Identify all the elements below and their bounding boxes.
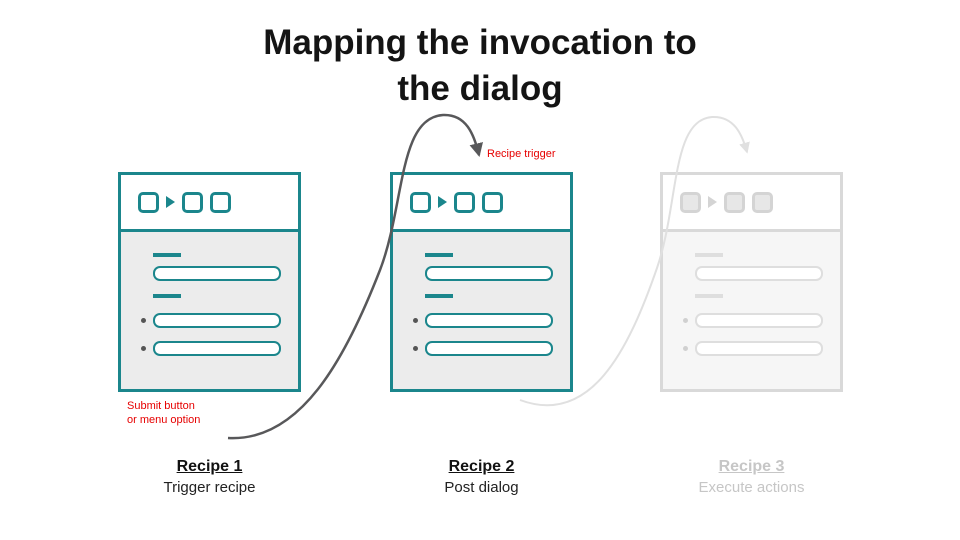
recipe-3-subtitle: Execute actions	[698, 479, 805, 496]
recipe-card-3	[660, 172, 843, 392]
input-box	[425, 341, 553, 356]
page-title: Mapping the invocation to the dialog	[0, 20, 960, 112]
annotation-recipe-trigger: Recipe trigger	[487, 148, 556, 160]
recipe-3-caption: Recipe 3 Execute actions	[660, 458, 843, 496]
recipe-card-2	[390, 172, 573, 392]
input-box	[695, 341, 823, 356]
step-square-icon	[482, 191, 503, 213]
bullet-icon	[683, 318, 688, 323]
recipe-2-subtitle: Post dialog	[444, 479, 519, 496]
recipe-2-caption: Recipe 2 Post dialog	[390, 458, 573, 496]
bullet-icon	[413, 346, 418, 351]
recipe-steps-bar	[663, 175, 840, 232]
field-label-line	[695, 253, 723, 257]
page-title-line1: Mapping the invocation to	[263, 23, 697, 62]
recipe-2-name: Recipe 2	[448, 458, 515, 475]
input-box	[695, 266, 823, 281]
field-label-line	[425, 253, 453, 257]
input-box	[695, 313, 823, 328]
recipe-1-subtitle: Trigger recipe	[163, 479, 256, 496]
annotation-submit-button: Submit button or menu option	[127, 400, 201, 427]
recipe-steps-bar	[393, 175, 570, 232]
recipe-3-name: Recipe 3	[718, 458, 785, 475]
step-square-icon	[752, 191, 773, 213]
step-square-icon	[210, 191, 231, 213]
recipe-1-name: Recipe 1	[176, 458, 243, 475]
field-label-line	[695, 294, 723, 298]
bullet-icon	[683, 346, 688, 351]
input-box	[425, 266, 553, 281]
chevron-right-icon	[708, 196, 717, 208]
chevron-right-icon	[438, 196, 447, 208]
step-square-icon	[182, 191, 203, 213]
page-title-line2: the dialog	[397, 69, 563, 108]
field-label-line	[153, 294, 181, 298]
field-label-line	[153, 253, 181, 257]
field-label-line	[425, 294, 453, 298]
step-square-icon	[454, 191, 475, 213]
input-box	[153, 313, 281, 328]
recipe-steps-bar	[121, 175, 298, 232]
input-box	[425, 313, 553, 328]
input-box	[153, 341, 281, 356]
chevron-right-icon	[166, 196, 175, 208]
step-square-icon	[680, 191, 701, 213]
step-square-icon	[410, 191, 431, 213]
step-square-icon	[138, 191, 159, 213]
bullet-icon	[141, 346, 146, 351]
bullet-icon	[141, 318, 146, 323]
input-box	[153, 266, 281, 281]
recipe-1-caption: Recipe 1 Trigger recipe	[118, 458, 301, 496]
step-square-icon	[724, 191, 745, 213]
bullet-icon	[413, 318, 418, 323]
recipe-card-1	[118, 172, 301, 392]
